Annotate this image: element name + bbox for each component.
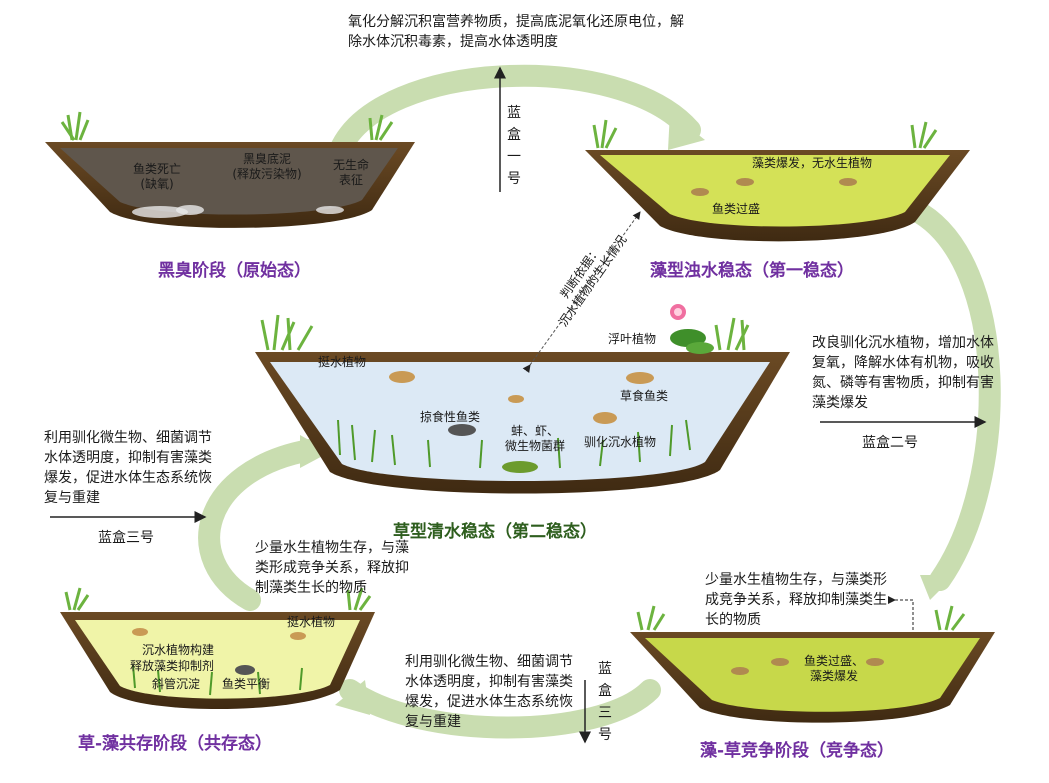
coexist-note: 少量水生植物生存，与藻类形成竞争关系，释放抑制藻类生长的物质	[255, 540, 409, 596]
cycle-arrowheads	[300, 112, 955, 715]
stage-title-coexist: 草-藻共存阶段（共存态）	[78, 734, 273, 754]
compete-fish-line2: 藻类爆发	[809, 669, 858, 683]
sediment-note: (释放污染物)	[232, 167, 302, 181]
compete-note: 少量水生植物生存，与藻类形成竞争关系，释放抑制藻类生长的物质	[705, 572, 887, 628]
fish-balance-label: 鱼类平衡	[222, 677, 271, 691]
fish-death-text: 鱼类死亡	[132, 162, 181, 176]
mussel-line2: 微生物菌群	[504, 439, 565, 453]
box1-label: 蓝盒一号	[507, 105, 521, 187]
pond-algae-turbid	[585, 119, 970, 242]
compete-fish-label: 鱼类过盛、 藻类爆发	[794, 654, 874, 684]
no-life-label: 无生命 表征	[322, 158, 380, 188]
stage-title-black-odor: 黑臭阶段（原始态）	[158, 261, 311, 281]
stage-title-compete: 藻-草竞争阶段（竞争态）	[700, 741, 895, 761]
herbivore-fish-label: 草食鱼类	[620, 389, 669, 403]
judge-double-arrow	[522, 211, 641, 374]
pond-grass-clear	[255, 304, 790, 494]
box2-text: 改良驯化沉水植物，增加水体复氧，降解水体有机物，吸收氮、磷等有害物质，抑制有害藻…	[812, 335, 994, 411]
sediment-label: 黑臭底泥 (释放污染物)	[212, 152, 322, 182]
sediment-tube-label: 斜管沉淀	[152, 677, 201, 691]
algae-bloom-label: 藻类爆发，无水生植物	[752, 156, 873, 170]
arrow-coexist-to-clear	[198, 439, 321, 611]
no-life-note: 表征	[338, 173, 363, 187]
fish-death-label: 鱼类死亡 (缺氧)	[122, 162, 192, 192]
pond-compete	[630, 605, 995, 723]
predator-fish-label: 掠食性鱼类	[420, 410, 481, 424]
pond-black-odor	[45, 111, 415, 228]
build-label: 沉水植物构建	[142, 643, 215, 657]
box3-bottom-label: 蓝盒三号	[598, 661, 612, 743]
box1-text: 氧化分解沉积富营养物质，提高底泥氧化还原电位，解除水体沉积毒素，提高水体透明度	[348, 14, 684, 50]
emergent-plant-label: 挺水植物	[318, 355, 367, 369]
box3-left-text: 利用驯化微生物、细菌调节水体透明度，抑制有害藻类爆发，促进水体生态系统恢复与重建	[44, 430, 212, 506]
compete-fish-line1: 鱼类过盛、	[803, 654, 864, 668]
arrow-compete-to-coexist	[339, 679, 661, 739]
mussel-label: 蚌、虾、 微生物菌群	[496, 424, 574, 454]
box3-left-label: 蓝盒三号	[98, 530, 154, 546]
stage-title-grass-clear: 草型清水稳态（第二稳态）	[393, 522, 597, 542]
arrow-algae-to-compete	[904, 199, 1001, 591]
no-life-text: 无生命	[332, 158, 369, 172]
release-label: 释放藻类抑制剂	[130, 659, 215, 673]
floating-plant-label: 浮叶植物	[608, 332, 657, 346]
mussel-line1: 蚌、虾、	[510, 424, 559, 438]
box3-bottom-text: 利用驯化微生物、细菌调节水体透明度，抑制有害藻类爆发，促进水体生态系统恢复与重建	[405, 654, 573, 730]
sediment-text: 黑臭底泥	[242, 152, 291, 166]
coexist-emergent-label: 挺水植物	[287, 615, 336, 629]
compete-note-pointer	[888, 596, 914, 632]
submerged-plant-label: 驯化沉水植物	[584, 435, 657, 449]
stage-title-algae-turbid: 藻型浊水稳态（第一稳态）	[650, 261, 854, 281]
fish-excess-label: 鱼类过盛	[712, 202, 761, 216]
pond-coexist	[60, 587, 375, 710]
box2-label: 蓝盒二号	[862, 435, 918, 451]
fish-death-note: (缺氧)	[140, 177, 174, 191]
